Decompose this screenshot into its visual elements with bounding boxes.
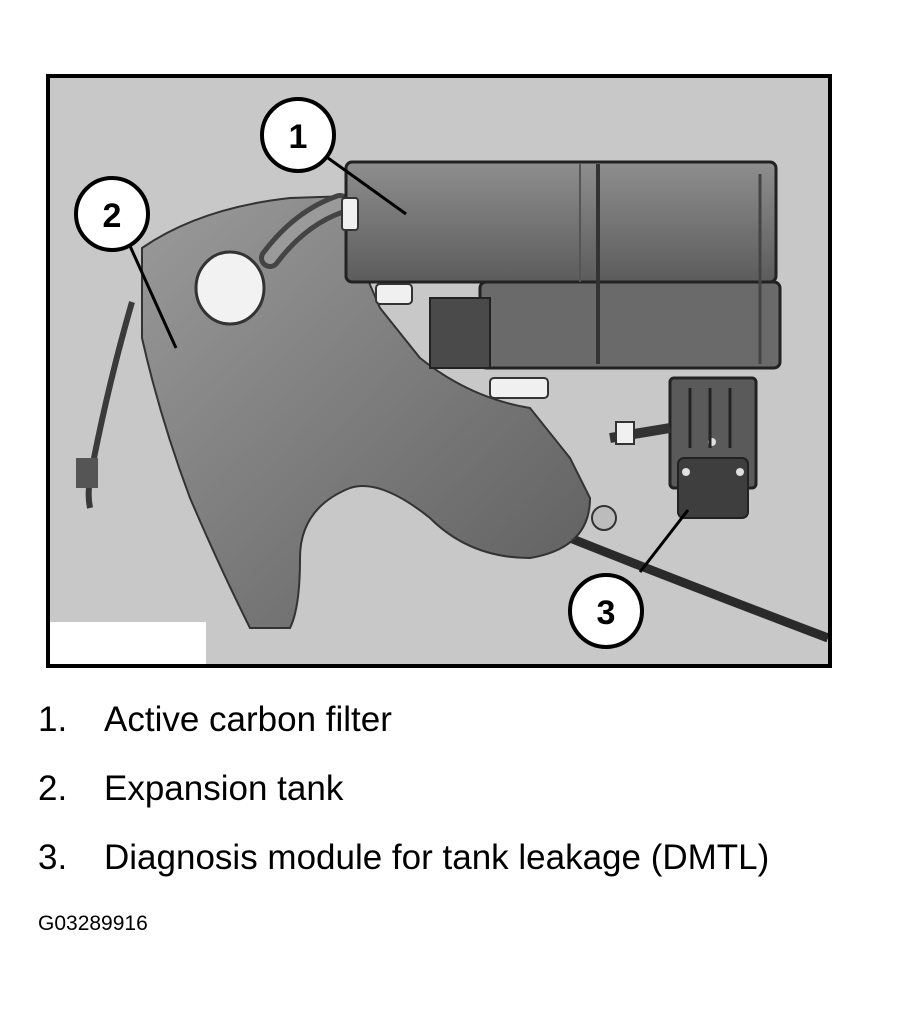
- wire-harness: [85, 301, 135, 509]
- vent-hose: [568, 533, 828, 643]
- carbon-filter-canister: [344, 160, 778, 284]
- parts-legend: 1. Active carbon filter 2. Expansion tan…: [38, 702, 888, 909]
- callout-2-number: 2: [103, 197, 122, 235]
- leader-line-2: [128, 245, 178, 349]
- callout-3-number: 3: [597, 594, 616, 632]
- component-illustration: 1 2 3: [50, 78, 828, 664]
- legend-label: Expansion tank: [104, 769, 344, 808]
- legend-item: 3. Diagnosis module for tank leakage (DM…: [38, 840, 888, 875]
- wire-connector: [76, 458, 98, 488]
- figure-id: G03289916: [38, 912, 148, 935]
- legend-item: 2. Expansion tank: [38, 771, 888, 806]
- legend-number: 2.: [38, 769, 68, 808]
- legend-label: Diagnosis module for tank leakage (DMTL): [104, 838, 770, 877]
- hose-fitting: [489, 377, 549, 399]
- hose-fitting: [375, 283, 413, 305]
- label-patch: [50, 622, 206, 664]
- component-photo: 1 2 3: [46, 74, 832, 668]
- callout-3: 3: [568, 573, 644, 649]
- carbon-filter-lower: [478, 280, 782, 370]
- leader-line-1: [327, 156, 407, 216]
- callout-2: 2: [74, 176, 150, 252]
- leader-line-3: [638, 509, 690, 573]
- legend-number: 1.: [38, 700, 68, 739]
- legend-number: 3.: [38, 838, 68, 877]
- legend-label: Active carbon filter: [104, 700, 392, 739]
- legend-item: 1. Active carbon filter: [38, 702, 888, 737]
- tank-cap: [194, 250, 266, 326]
- callout-1: 1: [260, 97, 336, 173]
- callout-1-number: 1: [289, 118, 308, 156]
